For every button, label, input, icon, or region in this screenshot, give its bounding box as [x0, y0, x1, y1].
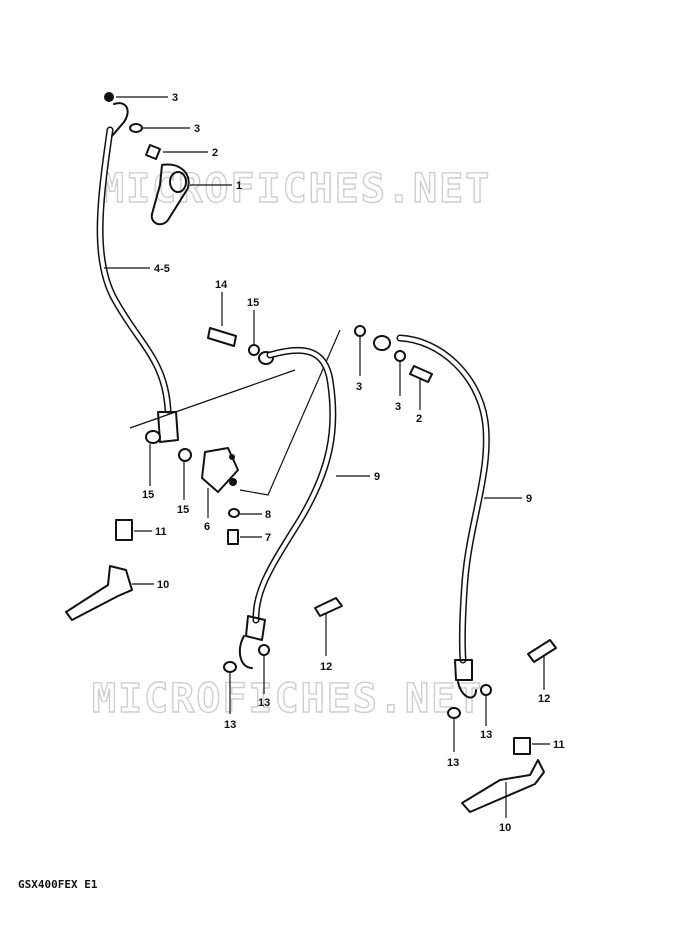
washer-15-left [145, 430, 161, 444]
washer-3-mid [354, 325, 366, 337]
washer-13-a [223, 661, 237, 673]
watermark-top: MICROFICHES.NET [100, 166, 491, 212]
callout-9-b: 9 [526, 493, 532, 505]
callout-10-a: 10 [157, 579, 169, 591]
callout-labels: 3 3 2 1 4-5 14 15 3 3 2 15 15 6 8 7 9 9 … [142, 92, 565, 834]
grommet-11-left [115, 519, 133, 541]
three-way-joint-6 [201, 447, 239, 493]
callout-3-c: 3 [356, 381, 362, 393]
washer-13-d [480, 684, 492, 696]
washer-13-b [258, 644, 270, 656]
callout-11-a: 11 [155, 526, 167, 538]
washer-15-top [248, 344, 260, 356]
brake-hose-left [223, 346, 337, 673]
callout-6: 6 [204, 521, 210, 533]
callout-3-a: 3 [172, 92, 178, 104]
banjo-washer-top [104, 92, 114, 102]
callout-15-a: 15 [247, 297, 259, 309]
grommet-11-right [513, 737, 531, 755]
callout-14: 14 [215, 279, 228, 291]
callout-15-c: 15 [177, 504, 189, 516]
bolt-14 [207, 327, 237, 347]
model-code: GSX400FEX E1 [18, 878, 98, 891]
callout-11-b: 11 [553, 739, 565, 751]
union-bolt-2 [145, 144, 161, 160]
bolt-12-right [527, 639, 557, 663]
union-bolt-2-right [409, 365, 433, 383]
watermark-bottom: MICROFICHES.NET [92, 676, 483, 722]
callout-12-b: 12 [538, 693, 550, 705]
leader-lines [104, 96, 550, 818]
callout-3-d: 3 [395, 401, 401, 413]
bolt-7 [227, 529, 239, 545]
washer-3-right [394, 350, 406, 362]
callout-3-b: 3 [194, 123, 200, 135]
callout-8: 8 [265, 509, 271, 521]
callout-2-a: 2 [212, 147, 218, 159]
callout-10-b: 10 [499, 822, 511, 834]
callout-13-a: 13 [224, 719, 236, 731]
callout-2-b: 2 [416, 413, 422, 425]
callout-15-b: 15 [142, 489, 154, 501]
callout-9-a: 9 [374, 471, 380, 483]
callout-13-b: 13 [258, 697, 270, 709]
washer-3 [129, 123, 143, 133]
three-way-joint-assembly [129, 329, 341, 545]
callout-13-d: 13 [480, 729, 492, 741]
brake-hose-right [354, 325, 492, 719]
master-cylinder-assembly [96, 92, 192, 462]
callout-12-a: 12 [320, 661, 332, 673]
bolt-14-assembly [207, 327, 274, 365]
washer-13-c [447, 707, 461, 719]
washer-8 [228, 508, 240, 518]
callout-4-5: 4-5 [154, 263, 170, 275]
clamp-10-left [65, 565, 133, 621]
master-cylinder-1 [150, 163, 190, 226]
callout-1: 1 [236, 180, 242, 192]
bolt-12-left [314, 597, 343, 617]
clamp-10-right [461, 759, 545, 813]
washer-15-lower [178, 448, 192, 462]
callout-13-c: 13 [447, 757, 459, 769]
callout-7: 7 [265, 532, 271, 544]
